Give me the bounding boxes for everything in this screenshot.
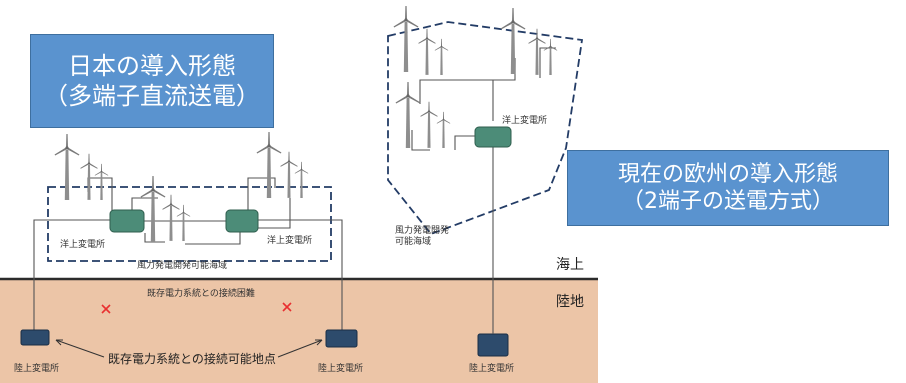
land-substation-label-2: 陸上変電所 (318, 364, 364, 374)
cross-marks (101, 302, 292, 314)
offshore-substation-mid (225, 209, 259, 233)
land-area (0, 279, 598, 383)
wind-area-boundary-left (47, 186, 332, 262)
offshore-substation-label-left: 洋上変電所 (60, 240, 106, 250)
sea-label: 海上 (556, 257, 584, 273)
land-substation-2 (325, 329, 358, 348)
europe-title-box: 現在の欧州の導入形態 （2端子の送電方式） (567, 150, 889, 226)
offshore-substation-left (109, 209, 145, 233)
cables-left (33, 177, 343, 330)
japan-title-line2: （多端子直流送電） (44, 82, 260, 110)
europe-title-line1: 現在の欧州の導入形態 (617, 161, 838, 187)
connection-possible-label: 既存電力系統との接続可能地点 (108, 352, 276, 366)
land-substation-1 (20, 329, 50, 346)
japan-title-box: 日本の導入形態 （多端子直流送電） (30, 34, 274, 128)
land-substation-3 (477, 333, 509, 357)
offshore-substation-label-right: 洋上変電所 (502, 116, 548, 126)
connection-difficult-label: 既存電力系統との接続困難 (147, 289, 255, 299)
wind-area-label-left: 風力発電開発可能海域 (137, 261, 228, 271)
pointer-arrows (55, 339, 323, 358)
land-label: 陸地 (556, 294, 584, 310)
offshore-substation-right (474, 126, 512, 148)
offshore-substation-label-mid: 洋上変電所 (267, 236, 313, 246)
land-substation-label-3: 陸上変電所 (469, 364, 515, 374)
japan-title-line1: 日本の導入形態 (68, 52, 236, 80)
europe-title-line2: （2端子の送電方式） (622, 189, 834, 214)
wind-area-boundary-right (387, 21, 584, 236)
wind-turbines-right (393, 6, 558, 148)
land-substation-label-1: 陸上変電所 (14, 364, 60, 374)
wind-area-label-right: 風力発電開発 可能海域 (395, 226, 450, 248)
